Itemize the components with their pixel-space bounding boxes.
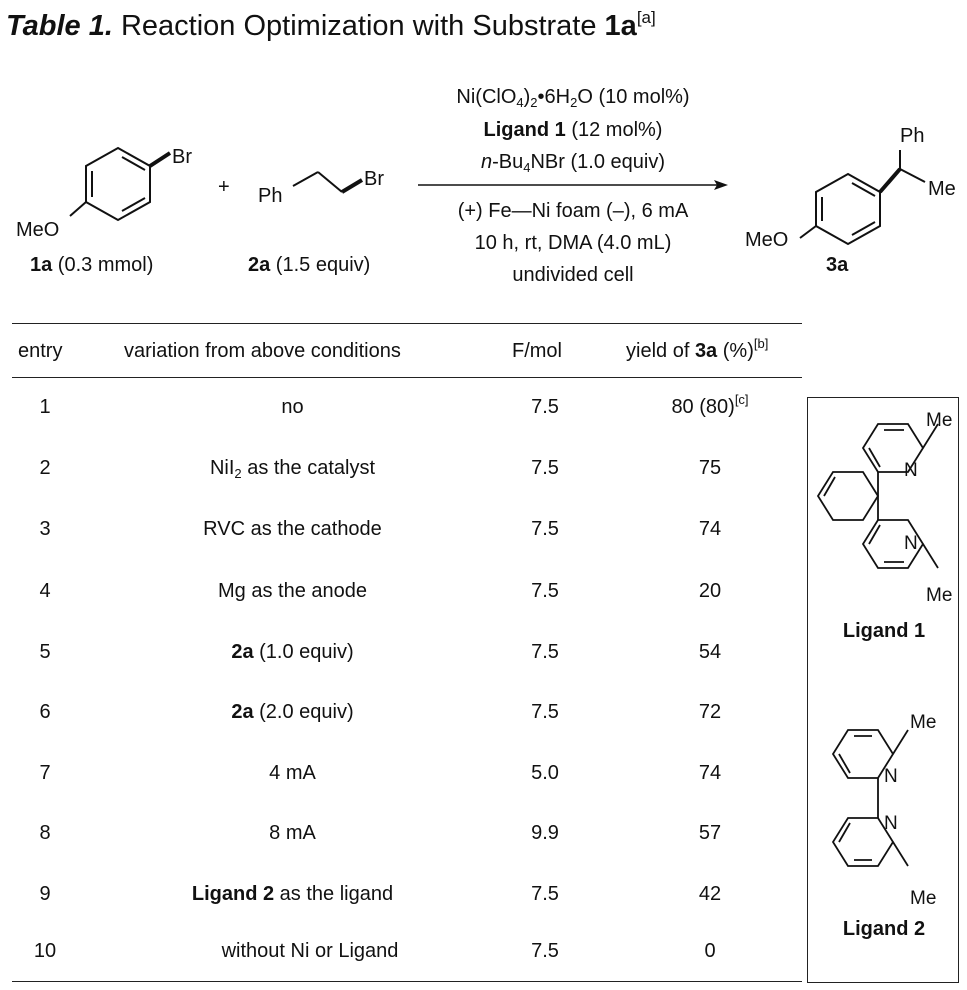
row6-fmol: 7.5	[531, 701, 559, 723]
ligand1-me-bot: Me	[926, 585, 952, 606]
table-row: 7	[39, 762, 51, 784]
label-1a: 1a (0.3 mmol)	[30, 254, 153, 277]
row3-yield: 74	[698, 518, 722, 540]
row5-yield: 54	[698, 641, 722, 663]
row1-yield: 80 (80)[c]	[671, 392, 749, 418]
substrate-1a-structure	[69, 146, 172, 222]
row4-fmol: 7.5	[531, 580, 559, 602]
ligand1-label: Ligand 1	[842, 620, 926, 642]
row5-fmol: 7.5	[531, 641, 559, 663]
row4-yield: 20	[698, 580, 722, 602]
table-row: 10	[33, 940, 57, 962]
label-2a-bold: 2a	[248, 254, 271, 276]
ligand-structures: Me N N Me Me N N Me	[816, 410, 952, 909]
condition-catalyst: Ni(ClO4)2•6H2O (10 mol%)	[456, 86, 690, 110]
3a-ph-label: Ph	[900, 125, 924, 147]
table-title: Table 1. Reaction Optimization with Subs…	[6, 8, 656, 43]
row10-variation: without Ni or Ligand	[221, 940, 399, 962]
table-header-rule	[12, 377, 802, 378]
ligand1-structure	[816, 423, 939, 569]
header-variation: variation from above conditions	[124, 340, 401, 362]
row9-variation: Ligand 2 as the ligand	[191, 883, 394, 905]
table-row: 5	[39, 641, 51, 663]
row2-fmol: 7.5	[531, 457, 559, 479]
header-fmol: F/mol	[512, 340, 562, 362]
row1-fmol: 7.5	[531, 396, 559, 418]
plus-sign: +	[218, 176, 230, 198]
label-2a: 2a (1.5 equiv)	[248, 254, 370, 277]
row7-variation: 4 mA	[269, 762, 316, 784]
ligand2-n-top: N	[884, 766, 898, 787]
title-text: Reaction Optimization with Substrate	[112, 10, 605, 42]
condition-electrodes: (+) Fe—Ni foam (–), 6 mA	[457, 200, 689, 222]
row2-yield: 75	[698, 457, 722, 479]
row4-variation: Mg as the anode	[218, 580, 367, 602]
row9-fmol: 7.5	[531, 883, 559, 905]
condition-time: 10 h, rt, DMA (4.0 mL)	[474, 232, 672, 254]
condition-additive: n-Bu4NBr (1.0 equiv)	[481, 151, 665, 175]
ligand2-me-bot: Me	[910, 888, 936, 909]
header-entry: entry	[18, 340, 63, 362]
row3-fmol: 7.5	[531, 518, 559, 540]
ligand2-me-top: Me	[910, 712, 936, 733]
ligand1-n-top: N	[904, 460, 918, 481]
row3-variation: RVC as the cathode	[203, 518, 382, 540]
row2-variation: NiI2 as the catalyst	[209, 457, 376, 481]
reaction-scheme: Br MeO + Ph Br Ph Me MeO	[16, 125, 956, 251]
table-row: 3	[39, 518, 51, 540]
table-row: 6	[39, 701, 51, 723]
title-substrate: 1a	[604, 10, 637, 42]
reaction-arrow	[418, 180, 728, 190]
ligand1-me-top: Me	[926, 410, 952, 431]
row1-variation: no	[281, 396, 304, 418]
header-yield: yield of 3a (%)[b]	[626, 336, 769, 362]
row7-fmol: 5.0	[531, 762, 559, 784]
2a-br-label: Br	[364, 168, 384, 190]
3a-meo-label: MeO	[745, 229, 788, 251]
table-top-rule	[12, 323, 802, 324]
product-3a-structure	[799, 150, 926, 246]
1a-meo-label: MeO	[16, 219, 59, 241]
ligand2-structure	[831, 729, 909, 867]
table-row: 9	[39, 883, 51, 905]
label-1a-bold: 1a	[30, 254, 53, 276]
row9-yield: 42	[698, 883, 722, 905]
table-row: 8	[39, 822, 51, 844]
label-2a-rest: (1.5 equiv)	[270, 254, 371, 276]
row8-yield: 57	[698, 822, 722, 844]
condition-ligand: Ligand 1 (12 mol%)	[483, 119, 663, 141]
3a-me-label: Me	[928, 178, 956, 200]
ligand2-label: Ligand 2	[842, 918, 926, 940]
row8-variation: 8 mA	[269, 822, 316, 844]
ligand2-n-bot: N	[884, 813, 898, 834]
row7-yield: 74	[698, 762, 722, 784]
condition-cell: undivided cell	[512, 264, 634, 286]
label-1a-rest: (0.3 mmol)	[52, 254, 154, 276]
table-bottom-rule	[12, 981, 802, 982]
row10-fmol: 7.5	[531, 940, 559, 962]
row8-fmol: 9.9	[531, 822, 559, 844]
2a-ph-label: Ph	[258, 185, 282, 207]
ligand-box: Me N N Me Me N N Me Ligand 1 Ligand 2	[807, 397, 959, 983]
table-label: Table 1.	[6, 10, 113, 42]
row5-variation: 2a (1.0 equiv)	[231, 641, 354, 663]
row6-variation: 2a (2.0 equiv)	[231, 701, 354, 723]
1a-br-label: Br	[172, 146, 192, 168]
ligand1-n-bot: N	[904, 533, 918, 554]
row6-yield: 72	[698, 701, 722, 723]
reagent-2a-structure	[292, 171, 364, 194]
table-row: 4	[39, 580, 51, 602]
label-3a: 3a	[826, 254, 849, 276]
table-row: 1	[39, 396, 51, 418]
table-row: 2	[39, 457, 51, 479]
row10-yield: 0	[704, 940, 716, 962]
title-footnote: [a]	[636, 8, 656, 27]
